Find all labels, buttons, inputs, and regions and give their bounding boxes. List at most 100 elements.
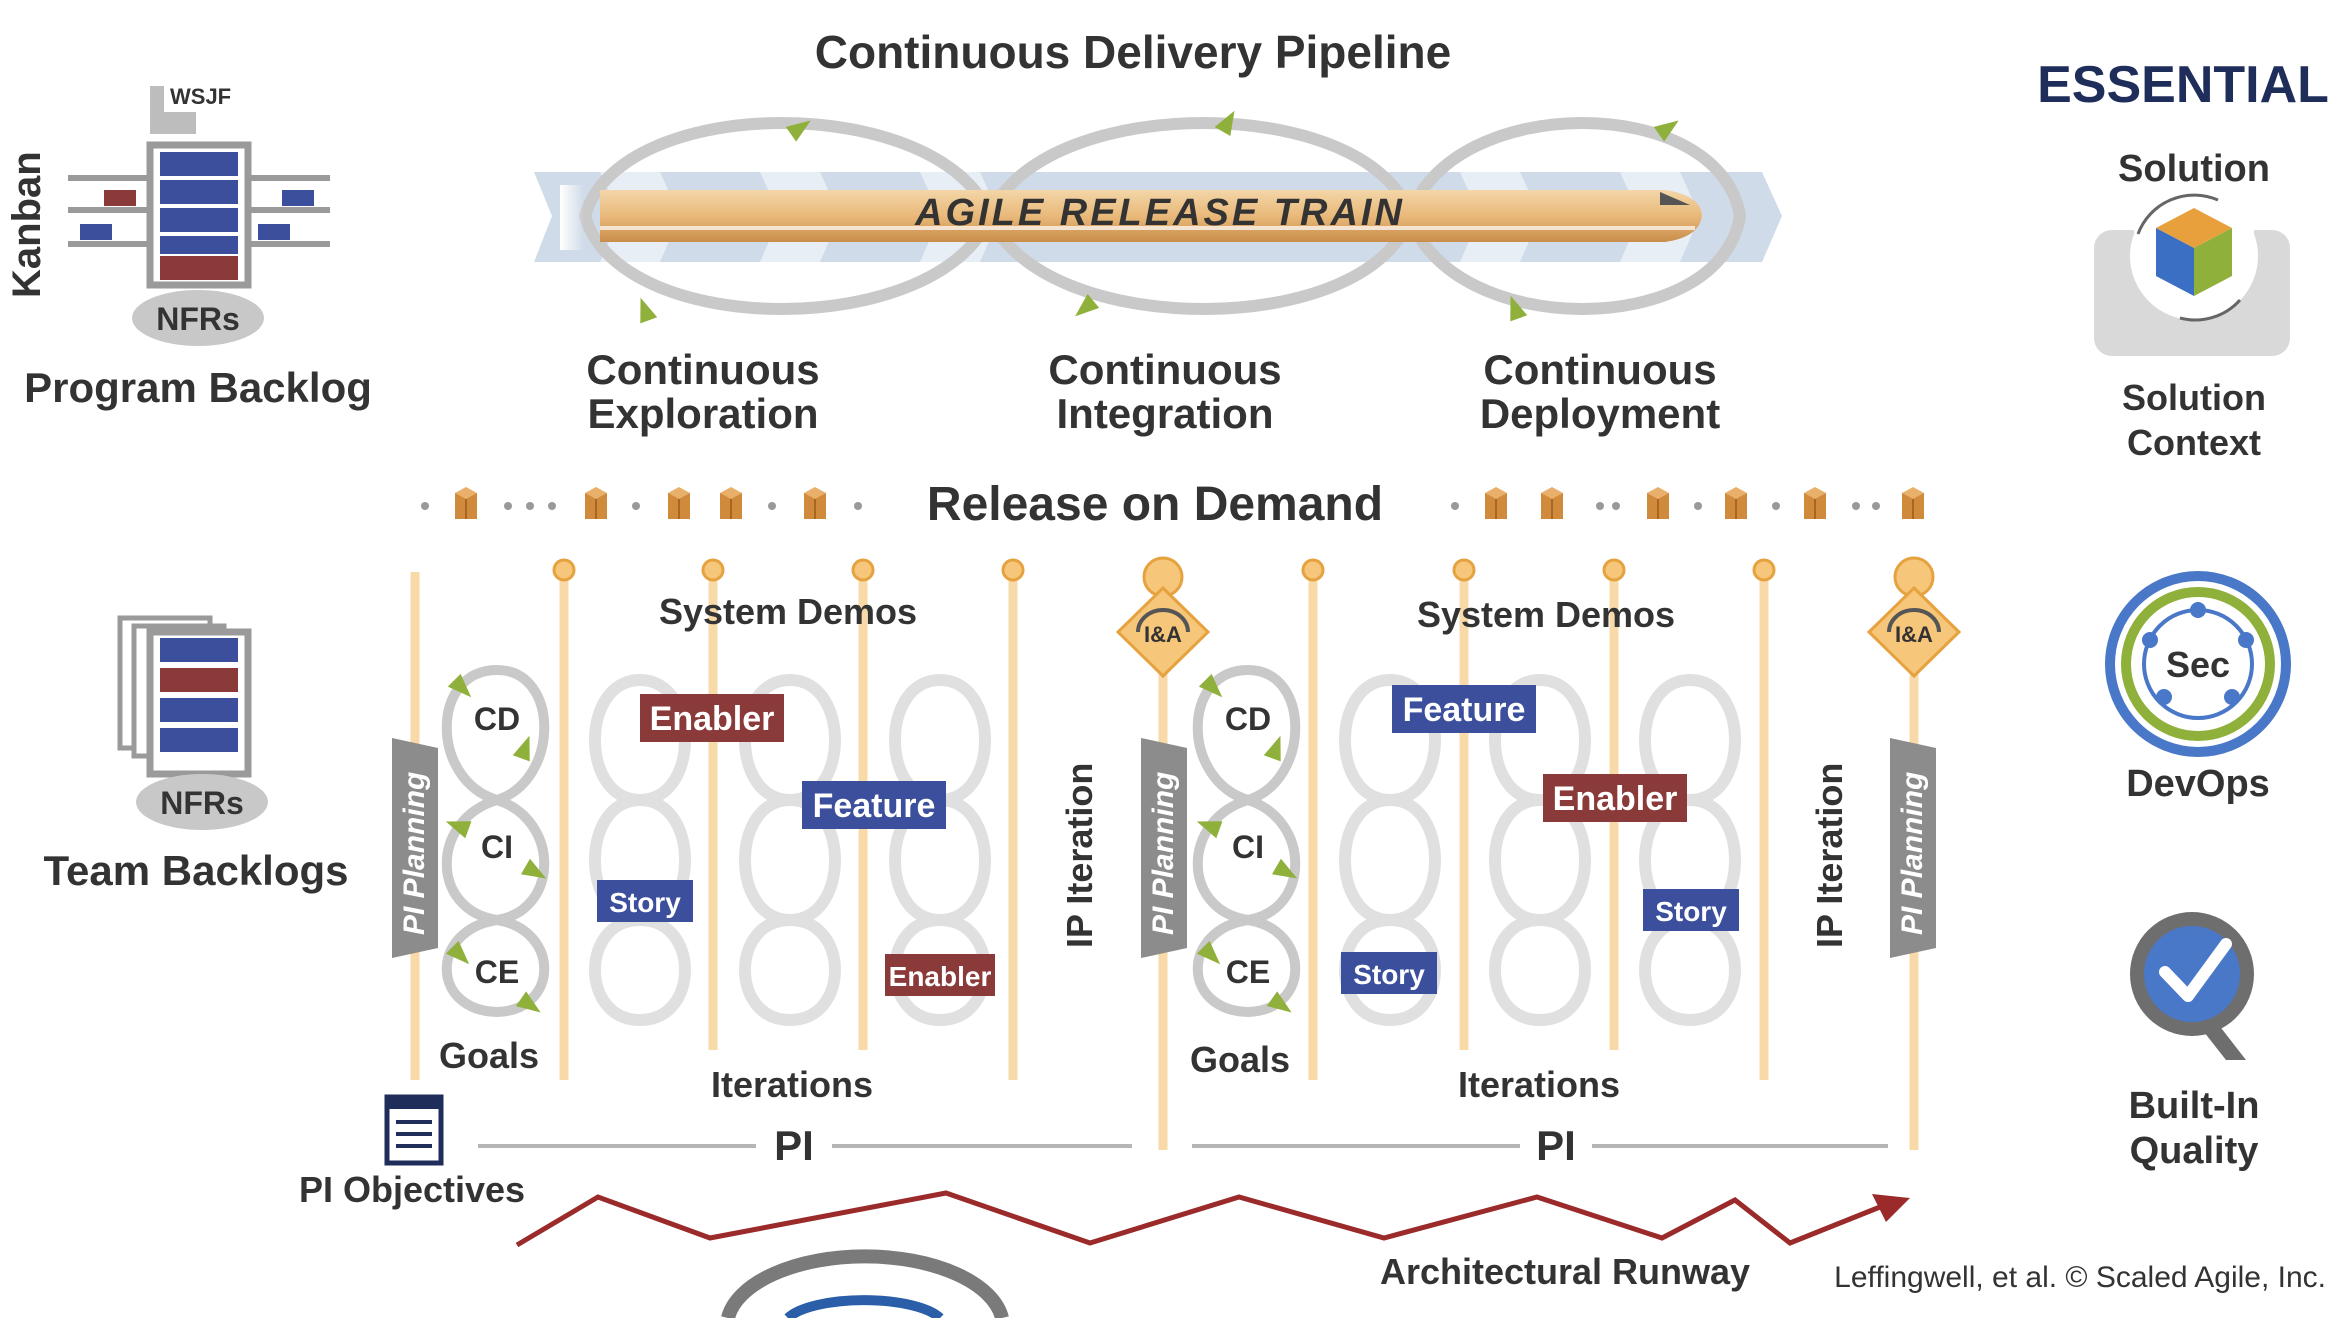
stage-deployment-line1: Continuous [1483, 346, 1716, 393]
story-tag-label: Story [1353, 959, 1425, 990]
goals-label: Goals [1190, 1039, 1290, 1080]
quality-line2: Quality [2130, 1130, 2259, 1172]
art-label: AGILE RELEASE TRAIN [914, 192, 1405, 234]
sec-label: Sec [2166, 644, 2230, 685]
configuration-label: ESSENTIAL [2037, 56, 2329, 114]
ci-label: CI [1232, 829, 1264, 865]
release-package-icon [1646, 486, 1670, 520]
solution-panel: Solution Solution Context [2094, 148, 2290, 463]
ia-label: I&A [1895, 622, 1933, 647]
ip-iteration-label: IP Iteration [1059, 763, 1100, 948]
release-package-icon [1540, 486, 1564, 520]
ip-iteration-label: IP Iteration [1809, 763, 1850, 948]
iterations-label: Iterations [1458, 1064, 1620, 1105]
inspect-adapt-badge: I&A [1115, 585, 1211, 679]
pi-planning-banner [1141, 738, 1187, 958]
pipeline-title: Continuous Delivery Pipeline [815, 26, 1451, 78]
inspect-adapt-badge: I&A [1866, 585, 1962, 679]
bottom-partial-emblem [721, 1249, 1009, 1318]
release-package-icon [1484, 486, 1508, 520]
stage-integration-line2: Integration [1057, 390, 1274, 437]
cd-label: CD [474, 701, 520, 737]
agile-release-train: AGILE RELEASE TRAIN [560, 185, 1702, 250]
release-package-icon [1724, 486, 1748, 520]
program-kanban: Kanban WSJF NFRs Program Backlog [5, 84, 372, 411]
story-tag [1643, 889, 1739, 931]
nfrs-badge [132, 290, 264, 346]
team-backlogs-label: Team Backlogs [43, 847, 348, 894]
story-tag-label: Story [1655, 896, 1727, 927]
enabler-tag-label: Enabler [1553, 780, 1678, 818]
pi-planning-banner [392, 738, 438, 958]
team-nfrs-label: NFRs [160, 785, 244, 821]
pi-label: PI [1536, 1122, 1576, 1169]
flow-arrow-icon [632, 294, 658, 324]
pi-planning-banner [1890, 738, 1936, 958]
feature-tag-label: Feature [813, 787, 936, 825]
pi-objectives-label: PI Objectives [299, 1169, 525, 1210]
story-tag [1341, 952, 1437, 994]
document-icon [384, 1094, 444, 1166]
runway-arrow-icon [1872, 1194, 1910, 1222]
release-package-icon [667, 486, 691, 520]
architectural-runway-label: Architectural Runway [1380, 1251, 1750, 1292]
nfrs-label: NFRs [156, 301, 240, 337]
team-backlogs: NFRs Team Backlogs [43, 615, 349, 894]
story-tag-label: Story [609, 887, 681, 918]
release-package-icon [1803, 486, 1827, 520]
release-package-icon [584, 486, 608, 520]
enabler-tag-label: Enabler [650, 700, 775, 738]
devops-icon: Sec [2105, 571, 2291, 757]
team-nfrs-badge [136, 774, 268, 830]
stage-deployment-line2: Deployment [1480, 390, 1720, 437]
ia-label: I&A [1144, 622, 1182, 647]
system-demos-label: System Demos [1417, 594, 1675, 635]
devops-panel: Sec DevOps [2105, 571, 2291, 805]
stage-exploration-line1: Continuous [586, 346, 819, 393]
story-tag [597, 880, 693, 922]
stage-integration-line1: Continuous [1048, 346, 1281, 393]
stage-exploration-line2: Exploration [587, 390, 818, 437]
devops-label: DevOps [2126, 763, 2270, 805]
system-demos-label: System Demos [659, 591, 917, 632]
release-package-icon [719, 486, 743, 520]
pi-planning-label: PI Planning [1896, 772, 1929, 935]
program-backlog-label: Program Backlog [24, 364, 372, 411]
iterations-label: Iterations [711, 1064, 873, 1105]
release-package-icon [1901, 486, 1925, 520]
enabler-tag [885, 954, 995, 996]
pi-objectives: PI Objectives [299, 1094, 525, 1210]
architectural-runway: Architectural Runway [515, 1190, 1910, 1292]
quality-line1: Built-In [2129, 1085, 2260, 1127]
enabler-tag-label: Enabler [889, 961, 992, 992]
solution-cube-icon [2156, 208, 2232, 296]
ce-label: CE [475, 954, 519, 990]
pi-planning-label: PI Planning [1147, 772, 1180, 935]
goals-label: Goals [439, 1035, 539, 1076]
quality-panel: Built-In Quality [2129, 912, 2260, 1172]
pipeline-stage-labels: Continuous Exploration Continuous Integr… [586, 346, 1720, 437]
pi-label: PI [774, 1122, 814, 1169]
wsjf-label: WSJF [170, 84, 231, 109]
solution-context-line2: Context [2127, 422, 2261, 463]
release-package-icon [803, 486, 827, 520]
pi-right: CD CI CE PI Planning IP Iteration I&A PI… [1141, 556, 1962, 1169]
release-on-demand-label: Release on Demand [927, 478, 1383, 531]
ci-label: CI [481, 829, 513, 865]
feature-tag [1392, 685, 1536, 733]
feature-tag [802, 781, 946, 829]
pi-planning-label: PI Planning [398, 772, 431, 935]
feature-tag-label: Feature [1403, 691, 1526, 729]
ce-label: CE [1226, 954, 1270, 990]
solution-label: Solution [2118, 148, 2270, 190]
cd-label: CD [1225, 701, 1271, 737]
checkmark-quality-icon [2130, 912, 2254, 1060]
enabler-tag [1543, 774, 1687, 822]
pi-left: CD CI CE PI Planning IP Iteration I&A Sy… [392, 556, 1211, 1169]
enabler-tag [640, 694, 784, 742]
copyright-text: Leffingwell, et al. © Scaled Agile, Inc. [1834, 1261, 2326, 1294]
solution-context-line1: Solution [2122, 377, 2266, 418]
release-on-demand-row: Release on Demand [421, 478, 1925, 531]
